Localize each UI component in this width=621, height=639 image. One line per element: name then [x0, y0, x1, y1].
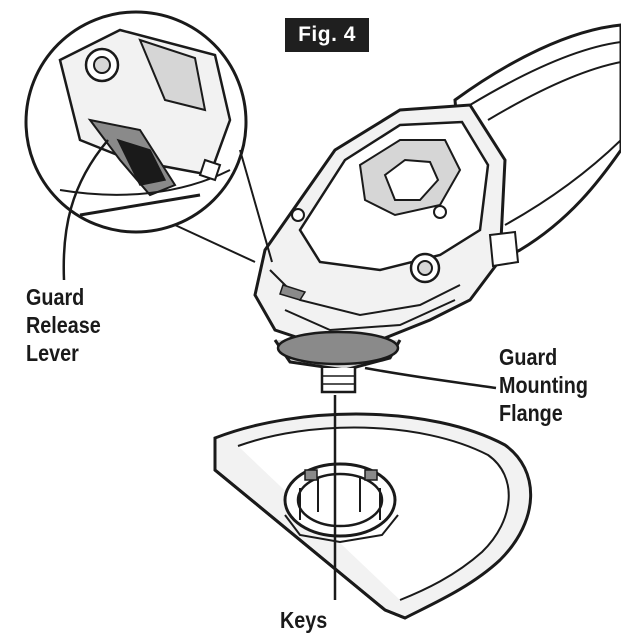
callout-line: Guard	[499, 344, 558, 370]
callout-line: Mounting	[499, 372, 588, 398]
guard-mounting-flange	[273, 330, 402, 394]
leader-release-lever	[62, 139, 109, 281]
callout-line: Release	[26, 312, 101, 338]
wheel-guard	[213, 412, 533, 620]
callout-line: Guard	[26, 284, 85, 310]
grinder-head	[253, 103, 520, 347]
guard-release-lever-label: Guard Release Lever	[26, 283, 101, 367]
guard-mounting-flange-label: Guard Mounting Flange	[499, 343, 588, 427]
figure-label: Fig. 4	[285, 18, 369, 52]
callout-line: Flange	[499, 400, 563, 426]
leader-mounting-flange	[364, 366, 497, 390]
keys-label: Keys	[280, 606, 327, 634]
callout-line: Keys	[280, 607, 328, 633]
leader-lines	[62, 139, 497, 600]
callout-line: Lever	[26, 340, 79, 366]
inset-magnifier	[24, 10, 273, 263]
